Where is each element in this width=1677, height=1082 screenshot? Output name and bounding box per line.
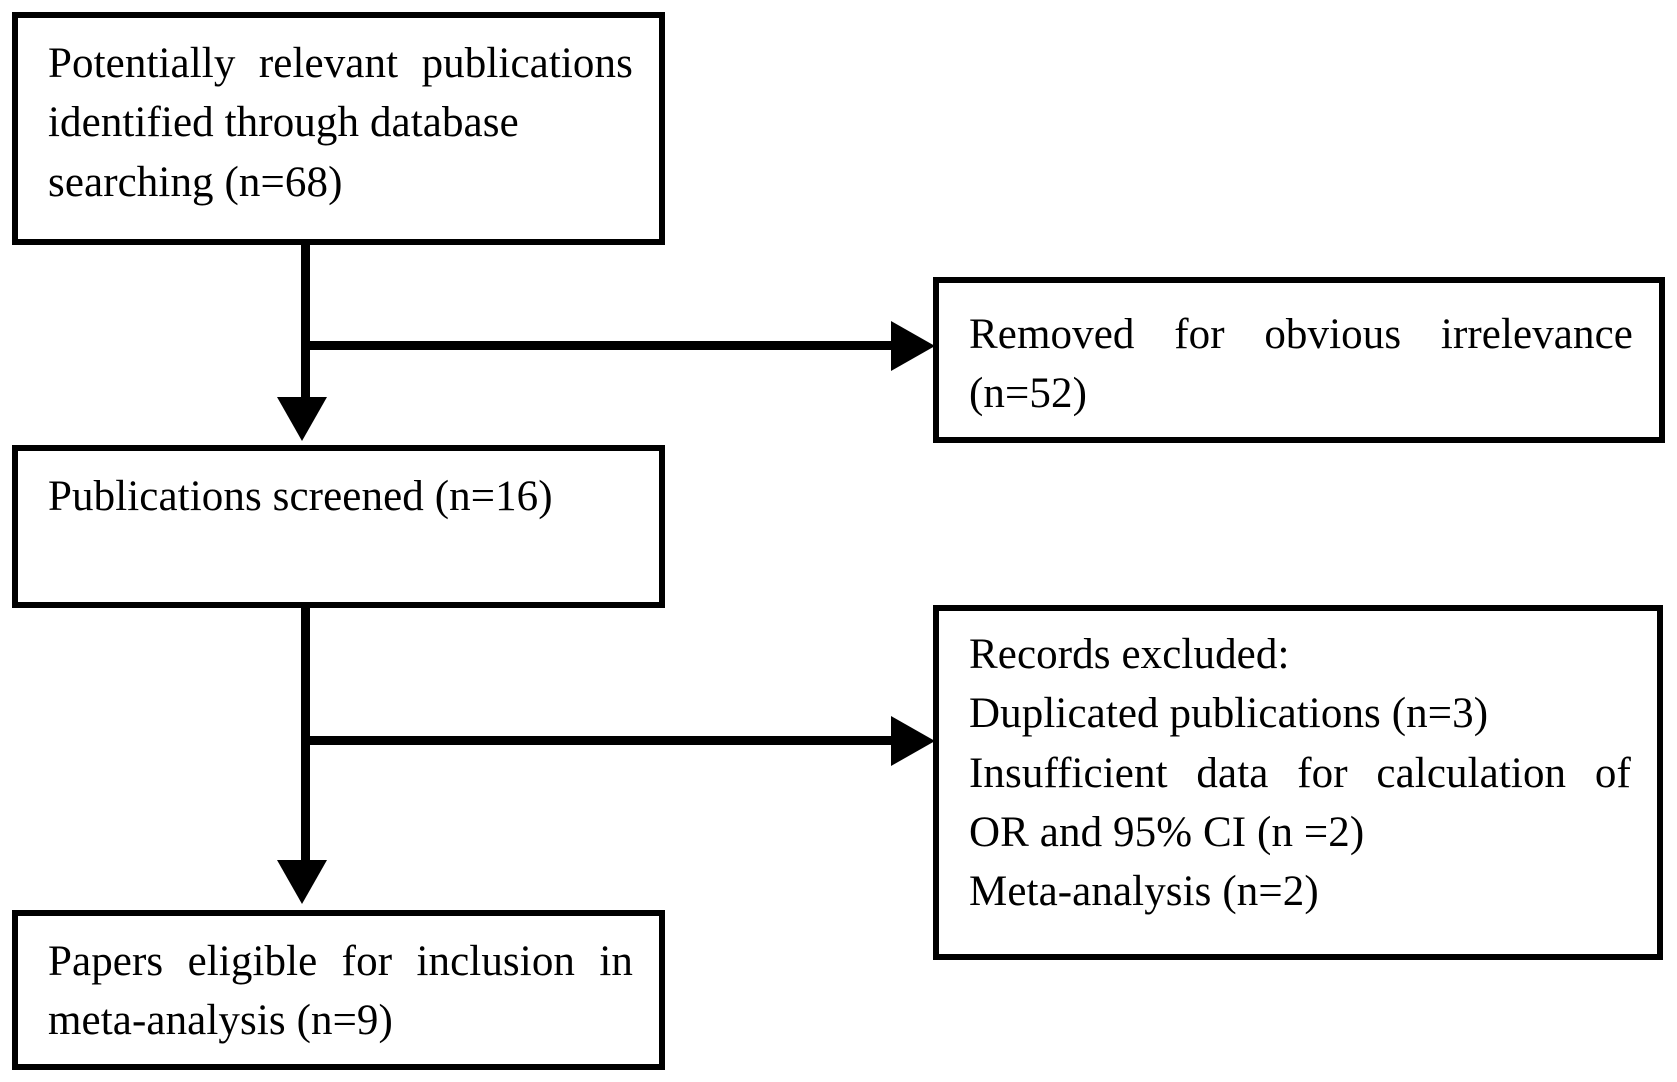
down-arrowhead-screened-to-eligible [277, 860, 327, 904]
box-removed-word-1: Removed [969, 311, 1135, 358]
box-removed-word-2: for [1174, 311, 1225, 358]
down-arrowhead-identified-to-screened [277, 397, 327, 441]
box-publications-screened[interactable]: Publications screened (n=16) [12, 445, 665, 608]
box-eligible-word-1: Papers [48, 938, 164, 985]
box-excluded-line-5: Meta-analysis (n=2) [969, 868, 1319, 916]
box-screened-line-1: Publications screened (n=16) [48, 473, 553, 520]
box-excluded-line-4: OR and 95% CI (n =2) [969, 808, 1365, 856]
box-excluded-line-3: Insufficient data for calculation of [969, 744, 1631, 803]
connector-screened-to-excluded-line [301, 736, 901, 745]
box-records-excluded[interactable]: Records excluded: Duplicated publication… [933, 605, 1663, 960]
box-eligible-word-2: eligible [187, 938, 318, 985]
box-eligible-word-5: in [599, 938, 633, 985]
box-excluded-word-3: for [1297, 749, 1348, 797]
box-excluded-line-1: Records excluded: [969, 631, 1290, 678]
box-removed-line-2: (n=52) [969, 370, 1087, 418]
box-identified-line-2: identified through database [48, 99, 519, 147]
box-excluded-word-1: Insufficient [969, 749, 1168, 797]
box-eligible-word-4: inclusion [416, 938, 576, 985]
box-eligible-line-1: Papers eligible for inclusion in [48, 932, 633, 991]
box-removed-word-4: irrelevance [1440, 311, 1633, 358]
box-excluded-word-5: of [1594, 749, 1631, 797]
box-identified-word-2: relevant [258, 40, 399, 87]
box-identified-publications[interactable]: Potentially relevant publications identi… [12, 12, 665, 245]
box-eligible-line-2: meta-analysis (n=9) [48, 997, 393, 1045]
box-excluded-word-2: data [1196, 749, 1269, 797]
box-removed-irrelevance[interactable]: Removed for obvious irrelevance (n=52) [933, 277, 1665, 443]
box-excluded-line-2: Duplicated publications (n=3) [969, 690, 1489, 738]
box-identified-line-1: Potentially relevant publications [48, 34, 633, 93]
box-identified-word-1: Potentially [48, 40, 236, 87]
right-arrowhead-screened-to-excluded [891, 716, 935, 766]
connector-identified-to-removed-line [301, 341, 901, 350]
box-identified-line-3: searching (n=68) [48, 158, 343, 206]
connector-identified-to-screened-line [301, 243, 310, 405]
box-excluded-word-4: calculation [1376, 749, 1567, 797]
box-eligible-word-3: for [341, 938, 393, 985]
box-removed-line-1: Removed for obvious irrelevance [969, 305, 1633, 364]
box-papers-eligible[interactable]: Papers eligible for inclusion in meta-an… [12, 910, 665, 1070]
box-removed-word-3: obvious [1264, 311, 1402, 358]
right-arrowhead-identified-to-removed [891, 321, 935, 371]
box-identified-word-3: publications [421, 40, 633, 87]
